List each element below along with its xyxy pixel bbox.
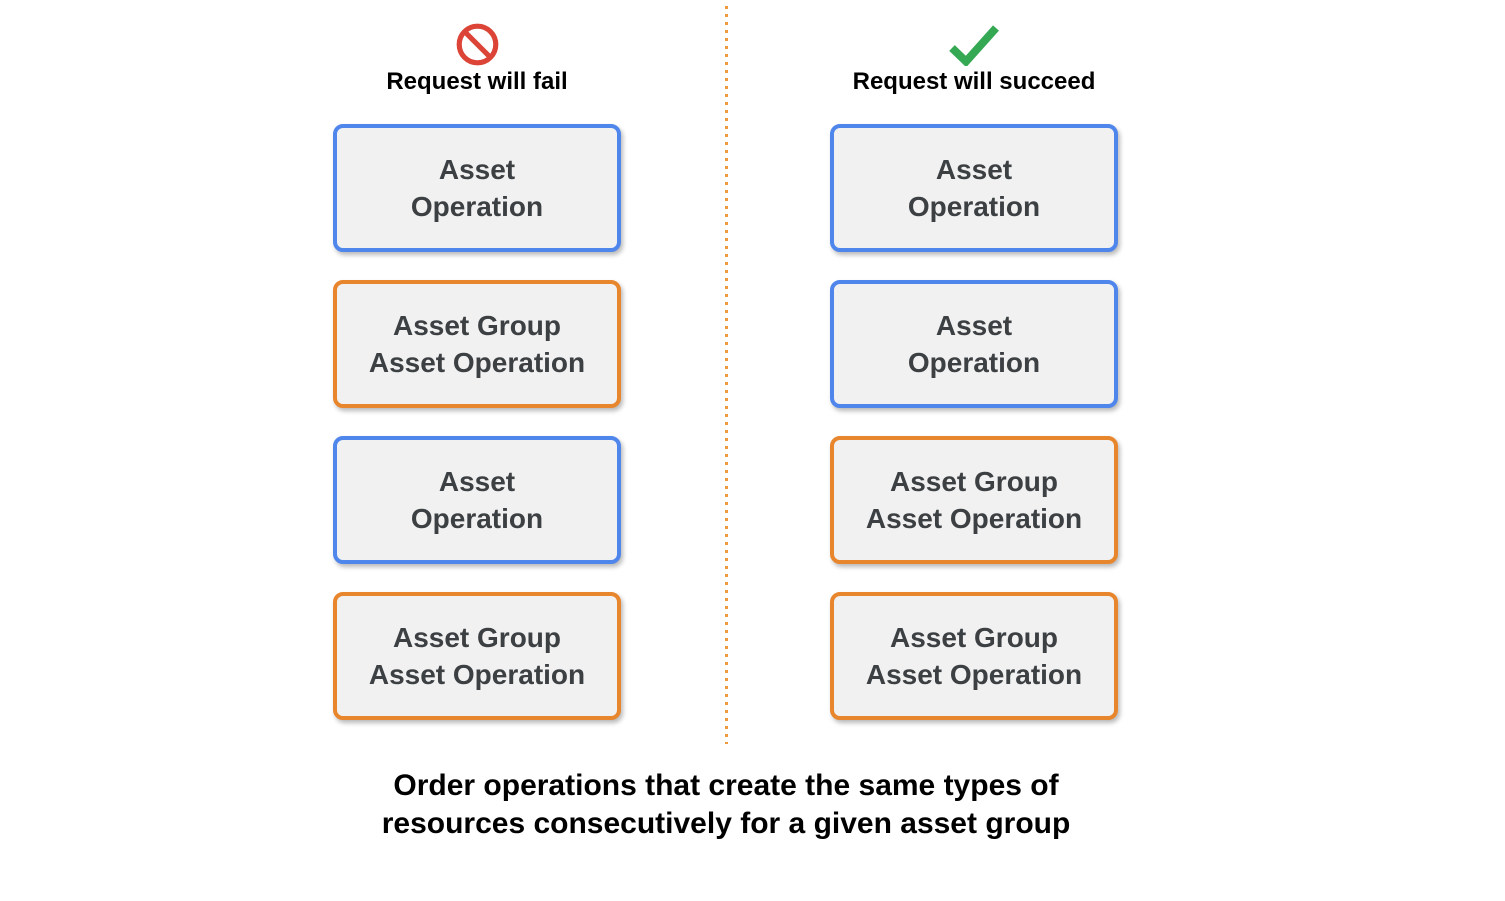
succeed-column-title: Request will succeed [852, 68, 1096, 95]
box-label-line: Operation [907, 347, 1041, 378]
box-label-line: Asset Group [392, 622, 562, 653]
box-label-line: Asset Operation [865, 503, 1083, 534]
box-label-line: Operation [410, 503, 544, 534]
box-label-line: Asset [438, 154, 516, 185]
box-label-line: Asset Group [889, 466, 1059, 497]
box-label-line: Asset [935, 310, 1013, 341]
box-label-line: Asset Operation [368, 347, 586, 378]
flow-box-asset-operation: Asset Operation [333, 124, 621, 252]
flow-box-asset-group-asset-operation: Asset Group Asset Operation [333, 280, 621, 408]
check-icon [945, 20, 1003, 68]
box-label-line: Asset [438, 466, 516, 497]
box-label-line: Asset Operation [368, 659, 586, 690]
flow-box-asset-operation: Asset Operation [830, 280, 1118, 408]
flow-box-asset-operation: Asset Operation [333, 436, 621, 564]
box-label-line: Asset Group [392, 310, 562, 341]
box-label-line: Operation [410, 191, 544, 222]
fail-column-title: Request will fail [386, 68, 568, 95]
box-label-line: Operation [907, 191, 1041, 222]
flow-box-asset-group-asset-operation: Asset Group Asset Operation [830, 436, 1118, 564]
flow-box-asset-operation: Asset Operation [830, 124, 1118, 252]
prohibition-icon [455, 20, 500, 68]
dotted-divider [725, 6, 728, 744]
flow-box-asset-group-asset-operation: Asset Group Asset Operation [830, 592, 1118, 720]
box-label-line: Asset [935, 154, 1013, 185]
flow-box-asset-group-asset-operation: Asset Group Asset Operation [333, 592, 621, 720]
caption-line: Order operations that create the same ty… [393, 769, 1059, 802]
succeed-column: Request will succeed Asset Operation Ass… [830, 0, 1118, 720]
box-label-line: Asset Operation [865, 659, 1083, 690]
caption-line: resources consecutively for a given asse… [381, 807, 1071, 840]
fail-column: Request will fail Asset Operation Asset … [333, 0, 621, 720]
box-label-line: Asset Group [889, 622, 1059, 653]
diagram-caption: Order operations that create the same ty… [0, 767, 1452, 843]
